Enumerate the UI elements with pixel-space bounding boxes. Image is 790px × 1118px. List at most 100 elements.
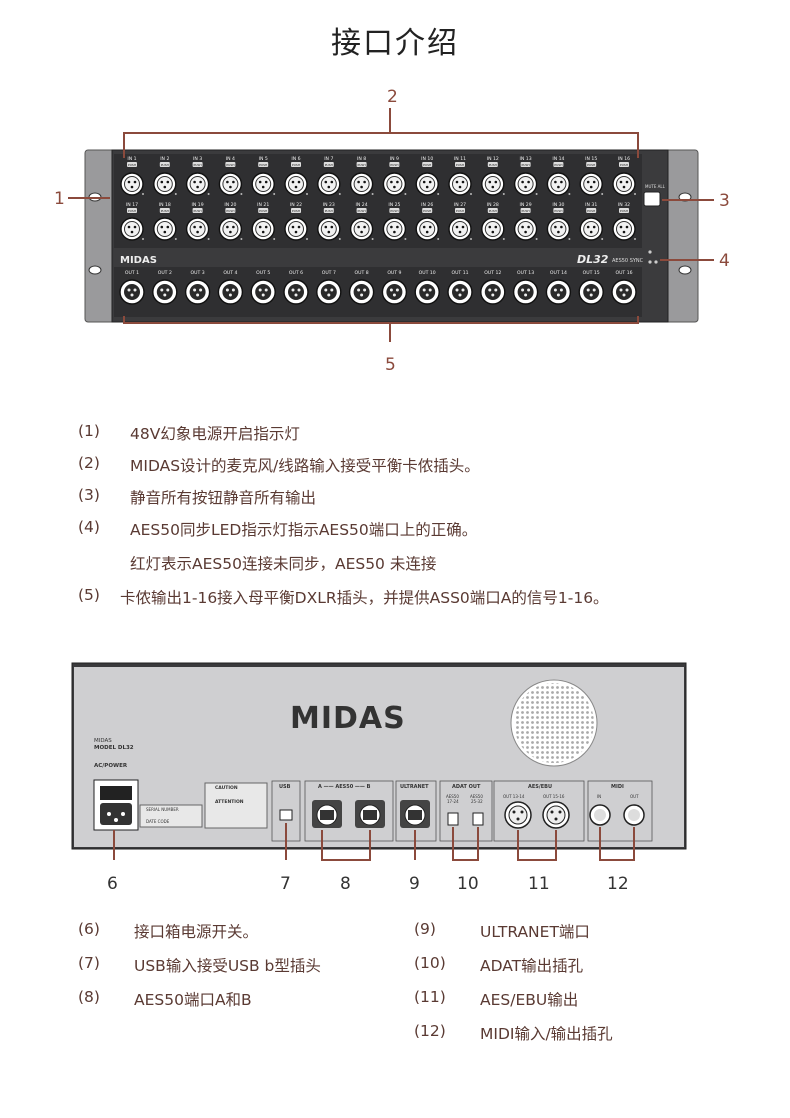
push-latch[interactable] bbox=[159, 162, 170, 167]
push-text: PUSH bbox=[456, 163, 464, 167]
legend-text: ULTRANET端口 bbox=[480, 923, 590, 941]
push-latch[interactable] bbox=[225, 208, 236, 213]
pin bbox=[133, 288, 137, 292]
push-text: PUSH bbox=[423, 163, 431, 167]
pin-hole bbox=[226, 180, 229, 184]
screw bbox=[634, 193, 636, 195]
push-latch[interactable] bbox=[455, 162, 465, 167]
legend-num: (3) bbox=[78, 486, 100, 504]
input-label: IN 6 bbox=[291, 156, 300, 162]
push-latch[interactable] bbox=[258, 208, 269, 213]
push-text: PUSH bbox=[489, 163, 497, 167]
input-label: IN 13 bbox=[520, 156, 532, 162]
push-latch[interactable] bbox=[586, 162, 597, 167]
push-latch[interactable] bbox=[520, 208, 531, 213]
aes-ebu-out-1-port[interactable] bbox=[504, 801, 532, 829]
push-latch[interactable] bbox=[356, 162, 367, 167]
jack-inner bbox=[550, 176, 567, 192]
pin-hole bbox=[291, 180, 295, 184]
push-latch[interactable] bbox=[192, 162, 203, 167]
output-label: OUT 11 bbox=[451, 270, 468, 276]
pin-hole bbox=[196, 185, 199, 189]
pin-hole bbox=[557, 230, 560, 234]
pin-hole bbox=[428, 225, 432, 229]
push-latch[interactable] bbox=[291, 208, 301, 213]
output-label: OUT 13 bbox=[517, 270, 534, 276]
push-latch[interactable] bbox=[323, 162, 334, 167]
aes-sync-led bbox=[648, 250, 652, 254]
aes-sync-led-2 bbox=[648, 260, 652, 264]
serial-label: SERIAL NUMBER bbox=[146, 807, 179, 812]
pin bbox=[199, 288, 203, 292]
screw bbox=[404, 238, 407, 240]
midi-in-port[interactable] bbox=[589, 804, 611, 826]
legend-text: 接口箱电源开关。 bbox=[134, 923, 259, 941]
pin-hole bbox=[393, 230, 396, 234]
jack-inner bbox=[124, 221, 140, 237]
push-latch[interactable] bbox=[258, 162, 269, 167]
callout-2: 2 bbox=[387, 87, 398, 107]
legend-text: USB输入接受USB b型插头 bbox=[134, 957, 321, 975]
push-latch[interactable] bbox=[159, 208, 170, 213]
pin-hole bbox=[363, 225, 366, 229]
push-latch[interactable] bbox=[323, 208, 334, 213]
jack-inner bbox=[353, 284, 370, 300]
power-switch[interactable] bbox=[100, 786, 132, 800]
push-latch[interactable] bbox=[422, 162, 433, 167]
push-latch[interactable] bbox=[389, 208, 400, 213]
jack-inner bbox=[550, 221, 567, 237]
date-code-label: DATE CODE bbox=[146, 819, 170, 824]
push-latch[interactable] bbox=[127, 162, 137, 167]
pin bbox=[619, 288, 623, 292]
push-latch[interactable] bbox=[487, 162, 498, 167]
callout-5: 5 bbox=[385, 355, 396, 375]
pin bbox=[556, 293, 560, 297]
model-line: MODEL DL32 bbox=[94, 745, 134, 751]
jack-inner bbox=[255, 284, 272, 300]
push-latch[interactable] bbox=[291, 162, 301, 167]
jack-inner bbox=[484, 284, 501, 300]
usb-label: USB bbox=[279, 784, 291, 790]
adat-out-2-port[interactable] bbox=[472, 812, 484, 826]
push-latch[interactable] bbox=[520, 162, 531, 167]
push-latch[interactable] bbox=[356, 208, 367, 213]
adat-out-1-port[interactable] bbox=[447, 812, 459, 826]
push-latch[interactable] bbox=[455, 208, 465, 213]
push-latch[interactable] bbox=[422, 208, 433, 213]
pin-hole bbox=[592, 225, 596, 229]
jack-inner bbox=[419, 221, 436, 237]
pin bbox=[389, 288, 393, 292]
push-latch[interactable] bbox=[225, 162, 236, 167]
pin-hole bbox=[491, 185, 495, 189]
pin-hole bbox=[264, 225, 268, 229]
aes50-b-port[interactable] bbox=[355, 800, 385, 828]
usb-port[interactable] bbox=[279, 809, 293, 821]
pin-hole bbox=[261, 185, 265, 189]
pin bbox=[228, 293, 232, 297]
push-text: PUSH bbox=[226, 163, 234, 167]
push-latch[interactable] bbox=[553, 208, 564, 213]
push-latch[interactable] bbox=[553, 162, 564, 167]
mute-all-button[interactable] bbox=[643, 191, 661, 207]
output-label: OUT 15 bbox=[583, 270, 600, 276]
push-latch[interactable] bbox=[192, 208, 203, 213]
jack-inner bbox=[517, 176, 534, 192]
aes50-a-port[interactable] bbox=[312, 800, 342, 828]
pin bbox=[363, 288, 367, 292]
pin bbox=[488, 288, 492, 292]
push-latch[interactable] bbox=[619, 162, 629, 167]
push-latch[interactable] bbox=[127, 208, 137, 213]
pin-hole bbox=[261, 230, 265, 234]
pin bbox=[196, 293, 200, 297]
caution-label: CAUTION bbox=[215, 785, 238, 791]
push-latch[interactable] bbox=[586, 208, 597, 213]
push-latch[interactable] bbox=[619, 208, 629, 213]
input-label: IN 1 bbox=[127, 156, 136, 162]
push-latch[interactable] bbox=[487, 208, 498, 213]
ultranet-port[interactable] bbox=[400, 800, 430, 828]
midi-out-port[interactable] bbox=[623, 804, 645, 826]
aes-ebu-out-2-port[interactable] bbox=[542, 801, 570, 829]
push-text: PUSH bbox=[390, 163, 398, 167]
pin-hole bbox=[294, 185, 298, 189]
push-latch[interactable] bbox=[389, 162, 400, 167]
